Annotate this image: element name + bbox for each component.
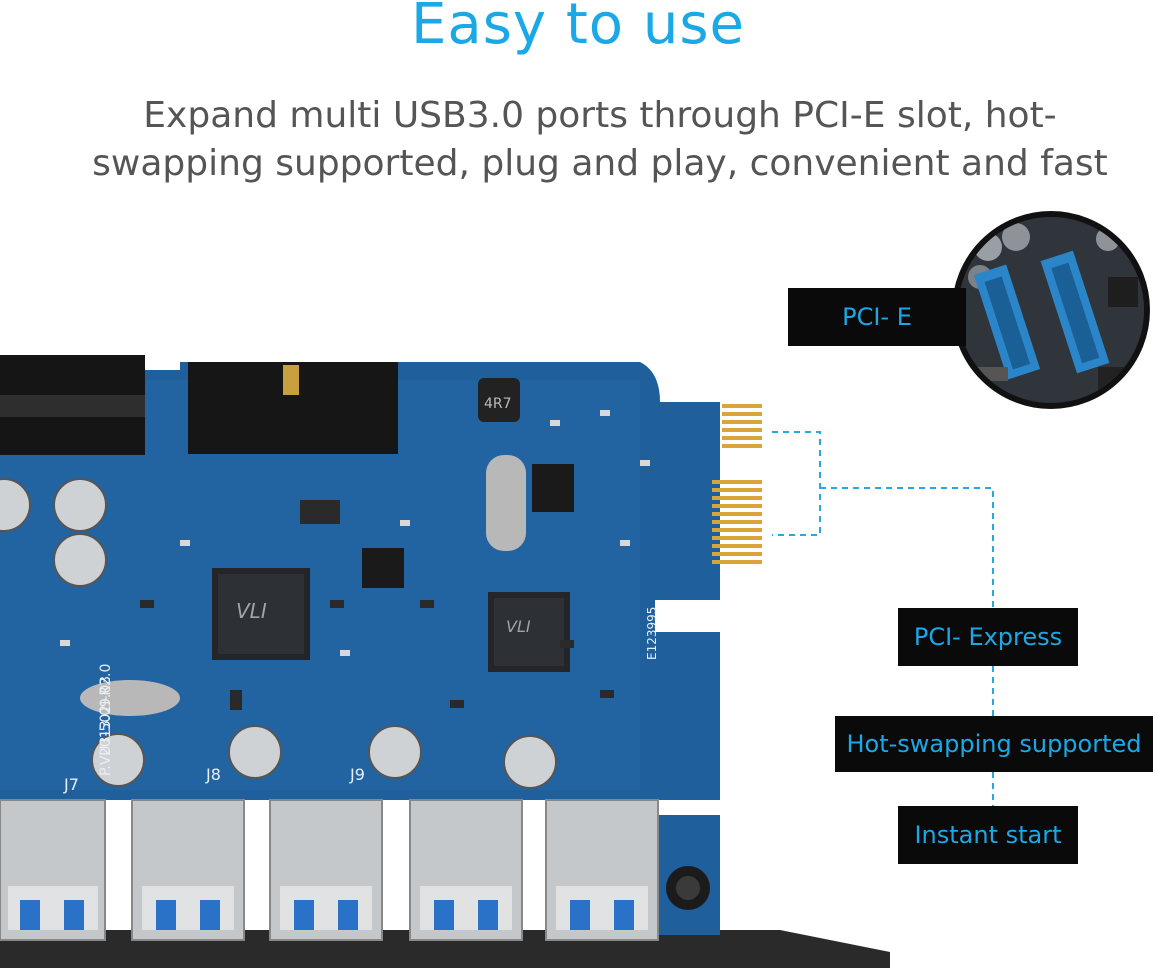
capacitors <box>0 478 557 789</box>
motherboard-slot-inset <box>952 211 1150 409</box>
svg-text:E123995: E123995 <box>645 607 659 660</box>
board-date: 2013.09.03 <box>98 676 114 756</box>
svg-text:J9: J9 <box>349 765 365 784</box>
board-model: P.VU3-502I-R2.0 <box>98 664 114 776</box>
crystal-2 <box>486 455 526 551</box>
svg-text:J8: J8 <box>205 765 221 784</box>
gold-fingers-upper <box>722 404 762 448</box>
svg-text:J7: J7 <box>63 775 79 794</box>
page-title: Easy to use <box>411 0 745 57</box>
usb-ports <box>0 799 659 941</box>
chip-marking: VLI <box>236 599 267 623</box>
label-pcie: PCI- E <box>788 288 966 346</box>
page-subtitle: Expand multi USB3.0 ports through PCI-E … <box>92 95 1108 184</box>
svg-text:4R7: 4R7 <box>484 396 512 412</box>
label-pci-express: PCI- Express <box>898 608 1078 666</box>
callout-lines <box>772 431 994 806</box>
label-hot-swapping: Hot-swapping supported <box>835 716 1153 772</box>
chip-marking-2: VLI <box>506 617 531 636</box>
gold-fingers-lower <box>712 480 762 564</box>
label-instant-start: Instant start <box>898 806 1078 864</box>
crystal-1 <box>80 680 180 716</box>
inductor <box>478 378 520 422</box>
